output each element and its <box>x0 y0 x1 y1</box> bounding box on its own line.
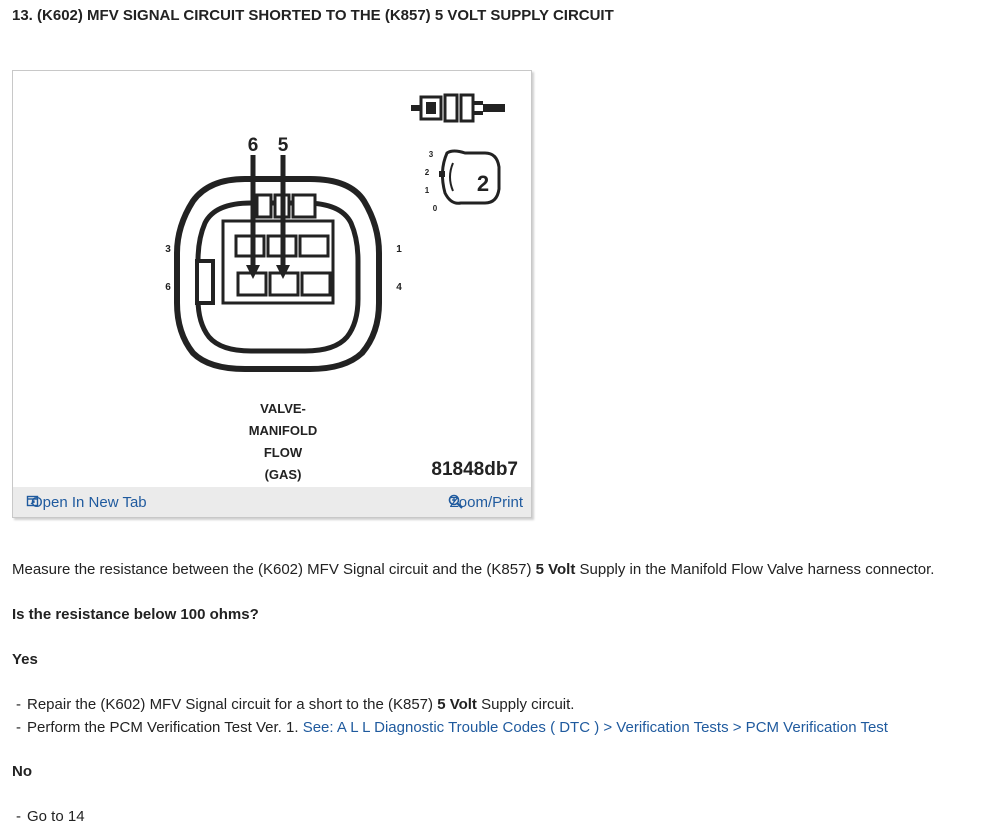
dash: - <box>16 696 21 713</box>
top-tab-right <box>291 193 317 219</box>
connector-diagram: 6 5 3 6 1 4 3 2 1 0 2 VALVE- MANIFOLD <box>165 93 518 482</box>
no-label: No <box>12 763 32 780</box>
image-code: 81848db7 <box>431 459 518 480</box>
connector-figure: 6 5 3 6 1 4 3 2 1 0 2 VALVE- MANIFOLD <box>12 70 532 518</box>
probe-label-6: 6 <box>248 135 259 156</box>
dash: - <box>16 808 21 825</box>
zoom-print-link[interactable]: Zoom/Print <box>448 494 523 511</box>
cavity-3 <box>234 234 266 258</box>
pin-label-4: 4 <box>396 282 402 293</box>
open-in-new-tab-link[interactable]: Open In New Tab <box>26 494 147 511</box>
caption-line-2: MANIFOLD <box>249 423 318 438</box>
dash: - <box>16 719 21 736</box>
verification-test-link[interactable]: See: A L L Diagnostic Trouble Codes ( DT… <box>302 719 888 736</box>
probe-arrowhead-pin-6 <box>246 265 260 279</box>
yes-actions-list: -Repair the (K602) MFV Signal circuit fo… <box>16 696 888 742</box>
angle-label-2: 2 <box>425 168 430 177</box>
pin-cavity-frame <box>221 219 335 305</box>
probe-arrowhead-pin-5 <box>276 265 290 279</box>
instruction-bold: 5 Volt <box>535 561 576 578</box>
caption-line-1: VALVE- <box>260 401 306 416</box>
view-number: 2 <box>477 171 489 196</box>
connector-side-view-icon <box>411 93 505 123</box>
view-angle-icon <box>439 149 501 205</box>
cavity-4 <box>300 271 332 297</box>
instruction-part-1: Measure the resistance between the (K602… <box>12 561 536 578</box>
angle-label-1: 1 <box>425 186 430 195</box>
list-item: -Perform the PCM Verification Test Ver. … <box>16 719 888 742</box>
cavity-1 <box>298 234 330 258</box>
instruction-text: Measure the resistance between the (K602… <box>12 561 934 578</box>
figure-footer: Open In New Tab Zoom/Print <box>13 487 531 517</box>
caption-line-4: (GAS) <box>265 467 302 482</box>
question-text: Is the resistance below 100 ohms? <box>12 606 259 623</box>
open-in-new-tab-label: Open In New Tab <box>31 494 147 511</box>
yes-label: Yes <box>12 651 38 668</box>
list-item: -Go to 14 <box>16 808 85 831</box>
top-tab-left <box>255 193 273 219</box>
step-title: 13. (K602) MFV SIGNAL CIRCUIT SHORTED TO… <box>12 7 614 24</box>
instruction-part-2: Supply in the Manifold Flow Valve harnes… <box>575 561 935 578</box>
left-latch <box>195 259 215 305</box>
connector-outer-shell <box>174 176 382 372</box>
yes-item-1-part-2: Supply circuit. <box>476 696 575 713</box>
no-item-1: Go to 14 <box>27 808 85 825</box>
probe-label-5: 5 <box>278 135 289 156</box>
list-item: -Repair the (K602) MFV Signal circuit fo… <box>16 696 888 719</box>
pin-label-6: 6 <box>165 282 171 293</box>
angle-label-3: 3 <box>429 150 434 159</box>
no-actions-list: -Go to 14 <box>16 808 85 831</box>
angle-label-0: 0 <box>433 204 438 213</box>
pin-label-3: 3 <box>165 244 171 255</box>
yes-item-2-text: Perform the PCM Verification Test Ver. 1… <box>27 719 303 736</box>
yes-item-1-bold: 5 Volt <box>437 696 477 713</box>
yes-item-1-part-1: Repair the (K602) MFV Signal circuit for… <box>27 696 438 713</box>
connector-inner-body <box>195 200 361 354</box>
zoom-print-label: Zoom/Print <box>449 494 523 511</box>
pin-label-1: 1 <box>396 244 402 255</box>
caption-line-3: FLOW <box>264 445 303 460</box>
